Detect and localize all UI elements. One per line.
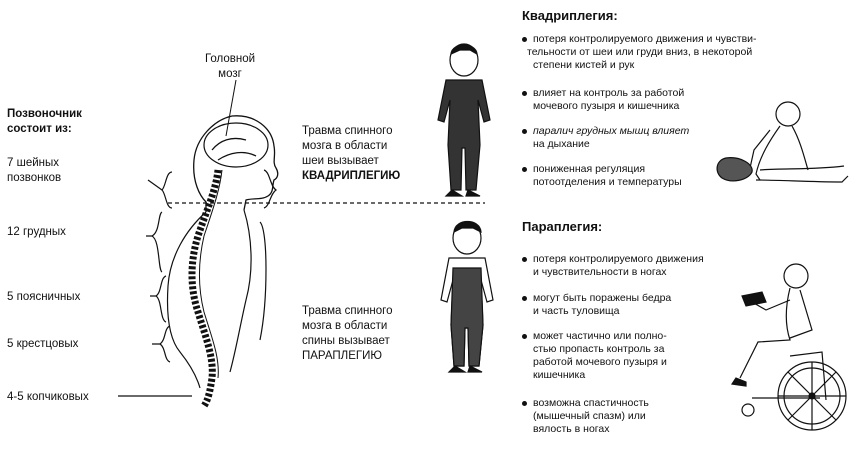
bullet-dot [522, 296, 527, 301]
quadriplegia-bullet: пониженная регуляция потоотделения и тем… [522, 163, 793, 189]
bullet-dot [522, 129, 527, 134]
bullet-dot [522, 401, 527, 406]
wheelchair-illustration [730, 263, 847, 431]
bullet-line: может частично или полно- [533, 330, 667, 342]
injury-back-caption: Травма спинного мозга в области спины вы… [302, 304, 392, 364]
bullet-dot [522, 37, 527, 42]
bullet-line: паралич грудных мышц влияет [533, 125, 793, 138]
paraplegia-title: Параплегия: [522, 219, 603, 234]
bullet-line: степени кистей и рук [533, 59, 635, 71]
paraplegia-bullet: возможна спастичность (мышечный спазм) и… [522, 397, 793, 436]
bullet-line: влияет на контроль за работой [533, 87, 685, 99]
bullet-line: потеря контролируемого движения [533, 253, 704, 265]
spinal-column [188, 169, 223, 408]
spine-intro: Позвоночник состоит из: [7, 107, 82, 137]
caption-line: Травма спинного [302, 305, 393, 317]
caption-line: КВАДРИПЛЕГИЮ [302, 170, 401, 182]
bullet-dot [522, 167, 527, 172]
bullet-text: паралич грудных мышц влияет [533, 125, 690, 137]
spine-intro-line: состоит из: [7, 123, 72, 135]
bullet-dot [522, 334, 527, 339]
vertebrae-lumbar: 5 поясничных [7, 291, 81, 303]
spine-intro-line: Позвоночник [7, 108, 82, 120]
boy-figure-quadriplegia [437, 43, 491, 197]
brain-label-line: Головной [204, 53, 256, 65]
brain-label-line: мозг [218, 68, 242, 80]
caption-line: мозга в области [302, 320, 388, 332]
vertebra-braces [118, 169, 278, 397]
bullet-line: кишечника [533, 369, 586, 381]
vertebrae-sacral: 5 крестцовых [7, 338, 79, 350]
quadriplegia-bullet: влияет на контроль за работой мочевого п… [522, 87, 793, 113]
bullet-line: потоотделения и температуры [533, 176, 682, 188]
vertebrae-label: позвонков [7, 172, 62, 184]
bullet-line: на дыхание [533, 138, 590, 150]
quadriplegia-bullet: паралич грудных мышц влияет на дыхание [522, 125, 793, 151]
bullet-dot [522, 257, 527, 262]
paraplegia-bullet: могут быть поражены бедра и часть тулови… [522, 292, 793, 318]
caption-line: спины вызывает [302, 335, 390, 347]
brain-label: Головной мозг [200, 52, 260, 82]
paraplegia-bullet: может частично или полно- стью пропасть … [522, 330, 793, 382]
bullet-line: и часть туловища [533, 305, 620, 317]
sitting-man-illustration [716, 101, 849, 183]
body-outline [166, 209, 252, 389]
bullet-line: (мышечный спазм) или [533, 410, 646, 422]
quadriplegia-title: Квадриплегия: [522, 8, 618, 23]
boy-figure-paraplegia [440, 220, 494, 373]
injury-neck-caption: Травма спинного мозга в области шеи вызы… [302, 124, 400, 184]
bullet-dot [522, 91, 527, 96]
vertebrae-label: 7 шейных [7, 157, 60, 169]
caption-line: шеи вызывает [302, 155, 379, 167]
brain-shape [203, 122, 269, 168]
bullet-line: мочевого пузыря и кишечника [533, 100, 680, 112]
vertebrae-coccygeal: 4-5 копчиковых [7, 391, 89, 403]
caption-line: мозга в области [302, 140, 388, 152]
vertebrae-thoracic: 12 грудных [7, 226, 66, 238]
bullet-line: вялость в ногах [533, 423, 610, 435]
bullet-line: потеря контролируемого движения и чувств… [533, 33, 757, 45]
bullet-line: работой мочевого пузыря и [533, 356, 667, 368]
bullet-line: могут быть поражены бедра [533, 292, 672, 304]
bullet-line: тельности от шеи или груди вниз, в некот… [527, 46, 753, 58]
quadriplegia-bullet: потеря контролируемого движения и чувств… [522, 33, 793, 72]
bullet-line: и чувствительности в ногах [533, 266, 667, 278]
paraplegia-bullet: потеря контролируемого движения и чувств… [522, 253, 793, 279]
vertebrae-cervical: 7 шейных позвонков [7, 156, 61, 186]
bullet-line: пониженная регуляция [533, 163, 645, 175]
caption-line: ПАРАПЛЕГИЮ [302, 350, 382, 362]
bullet-line: стью пропасть контроль за [533, 343, 665, 355]
head-profile [193, 79, 279, 212]
caption-line: Травма спинного [302, 125, 393, 137]
bullet-line: возможна спастичность [533, 397, 649, 409]
